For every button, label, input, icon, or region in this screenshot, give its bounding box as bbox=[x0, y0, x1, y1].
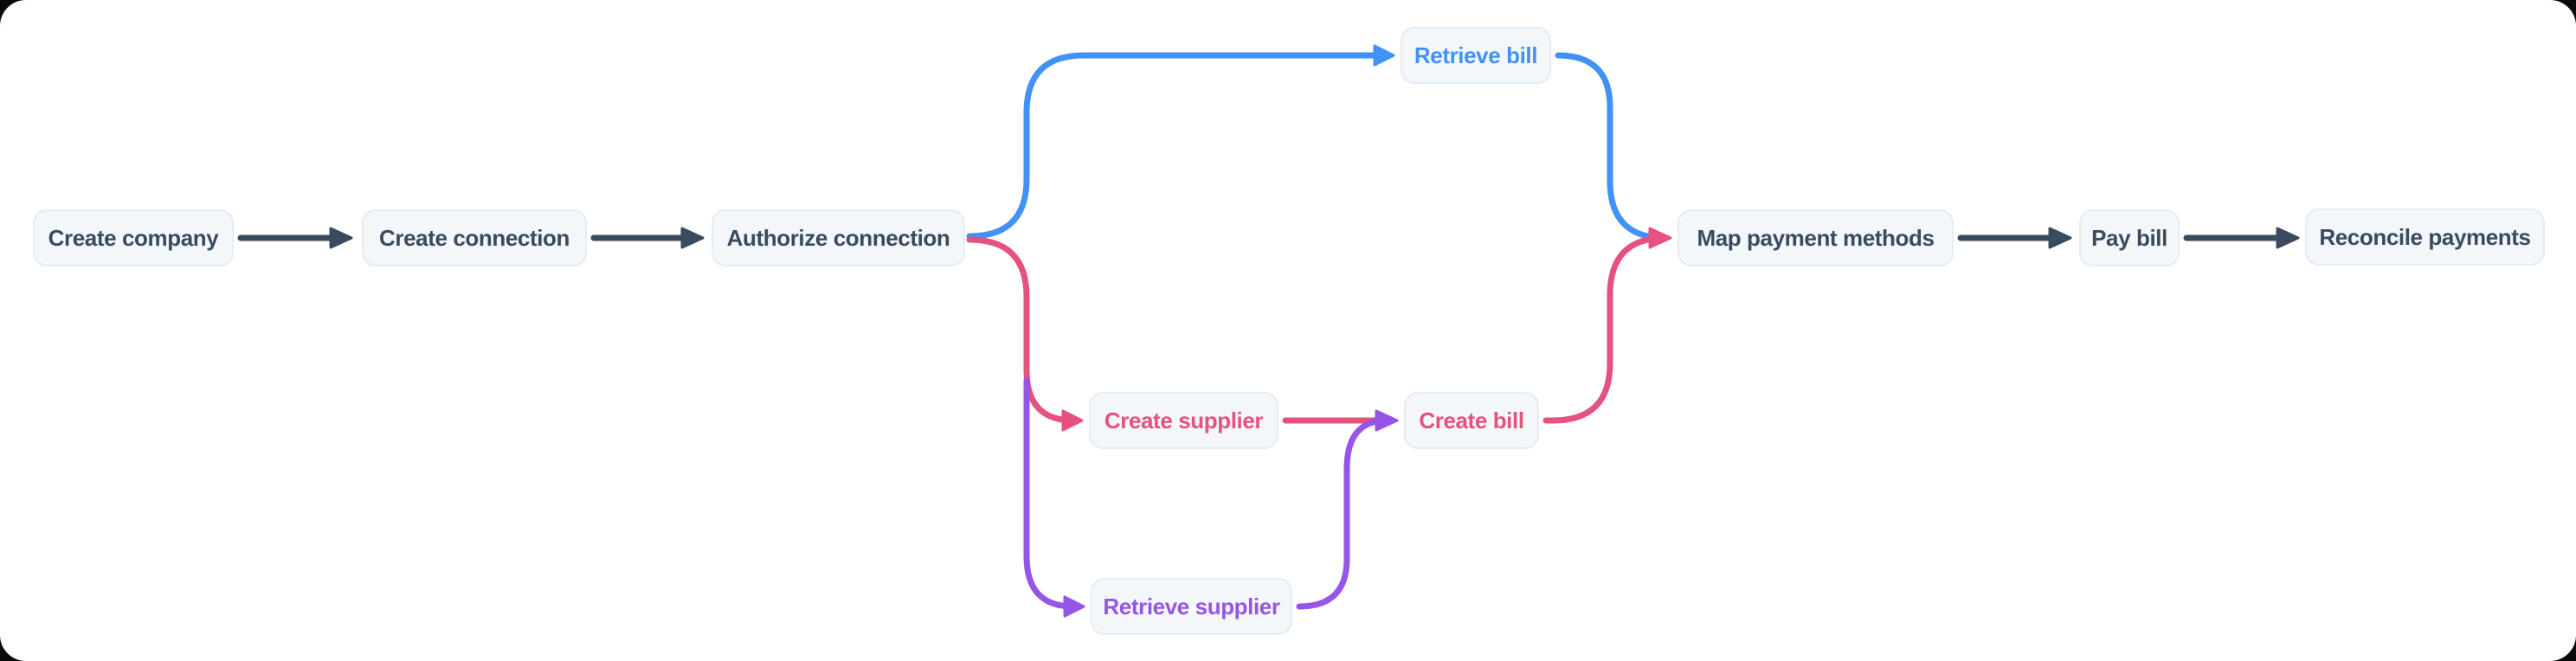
node-reconcile-payments[interactable]: Reconcile payments bbox=[2305, 209, 2545, 266]
arrowhead-into-pay-bill bbox=[2048, 227, 2072, 249]
node-pay-bill[interactable]: Pay bill bbox=[2079, 209, 2180, 266]
arrowhead-into-map-payment-methods bbox=[1648, 227, 1672, 249]
edge-createbill-to-map bbox=[1542, 234, 1669, 424]
node-label: Create bill bbox=[1419, 407, 1524, 433]
arrowhead-into-authorize-connection bbox=[680, 227, 705, 249]
node-label: Authorize connection bbox=[726, 224, 950, 251]
node-retrieve-bill[interactable]: Retrieve bill bbox=[1401, 27, 1551, 84]
node-label: Pay bill bbox=[2091, 224, 2167, 251]
node-label: Retrieve supplier bbox=[1103, 593, 1280, 619]
node-label: Reconcile payments bbox=[2319, 223, 2531, 250]
edge-authorize-to-createsupplier bbox=[966, 236, 1077, 424]
arrowhead-into-create-connection bbox=[329, 227, 353, 249]
node-label: Create company bbox=[48, 224, 219, 251]
node-authorize-connection[interactable]: Authorize connection bbox=[712, 209, 965, 266]
edge-authorize-to-retrievebill bbox=[966, 52, 1380, 240]
node-label: Create connection bbox=[378, 224, 570, 251]
arrowhead-into-retrieve-supplier bbox=[1063, 595, 1085, 618]
node-label: Map payment methods bbox=[1697, 224, 1935, 251]
arrowhead-into-create-supplier bbox=[1061, 409, 1084, 432]
arrowhead-into-reconcile-payments bbox=[2276, 227, 2300, 249]
arrowhead-into-create-bill bbox=[1375, 409, 1399, 432]
node-label: Create supplier bbox=[1104, 407, 1264, 433]
node-create-company[interactable]: Create company bbox=[33, 209, 234, 266]
node-create-bill[interactable]: Create bill bbox=[1404, 392, 1539, 449]
edge-authorize-to-retrievesupplier bbox=[1023, 377, 1077, 610]
node-retrieve-supplier[interactable]: Retrieve supplier bbox=[1091, 578, 1292, 635]
node-create-connection[interactable]: Create connection bbox=[362, 209, 587, 266]
node-map-payment-methods[interactable]: Map payment methods bbox=[1678, 209, 1954, 266]
arrowhead-into-retrieve-bill bbox=[1373, 44, 1395, 67]
edge-retrievesupplier-to-createbill bbox=[1296, 417, 1390, 610]
edge-retrievebill-to-map bbox=[1555, 52, 1669, 241]
node-label: Retrieve bill bbox=[1414, 42, 1538, 68]
node-create-supplier[interactable]: Create supplier bbox=[1089, 392, 1278, 449]
